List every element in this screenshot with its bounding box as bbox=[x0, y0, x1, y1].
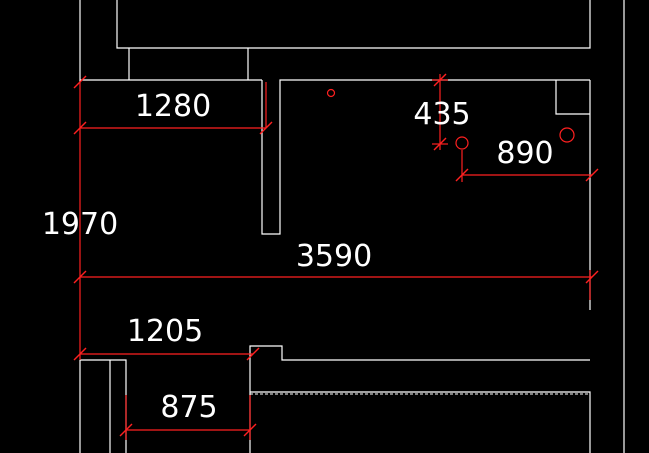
drain-circle-left bbox=[455, 136, 469, 150]
drain-circle-right bbox=[559, 127, 575, 143]
walls bbox=[79, 0, 625, 453]
dimension-lines bbox=[73, 73, 599, 440]
fixtures bbox=[326, 88, 575, 150]
dim-1280-label: 1280 bbox=[135, 89, 211, 124]
dim-3590-label: 3590 bbox=[296, 239, 372, 274]
dim-1970-label: 1970 bbox=[42, 207, 118, 242]
dim-1205-label: 1205 bbox=[127, 314, 203, 349]
small-pipe-circle bbox=[326, 88, 336, 98]
dim-890-label: 890 bbox=[496, 136, 553, 171]
dim-875-label: 875 bbox=[160, 390, 217, 425]
dim-435-label: 435 bbox=[413, 97, 470, 132]
dimension-labels: 1280 435 890 1970 3590 1205 875 bbox=[42, 89, 554, 425]
